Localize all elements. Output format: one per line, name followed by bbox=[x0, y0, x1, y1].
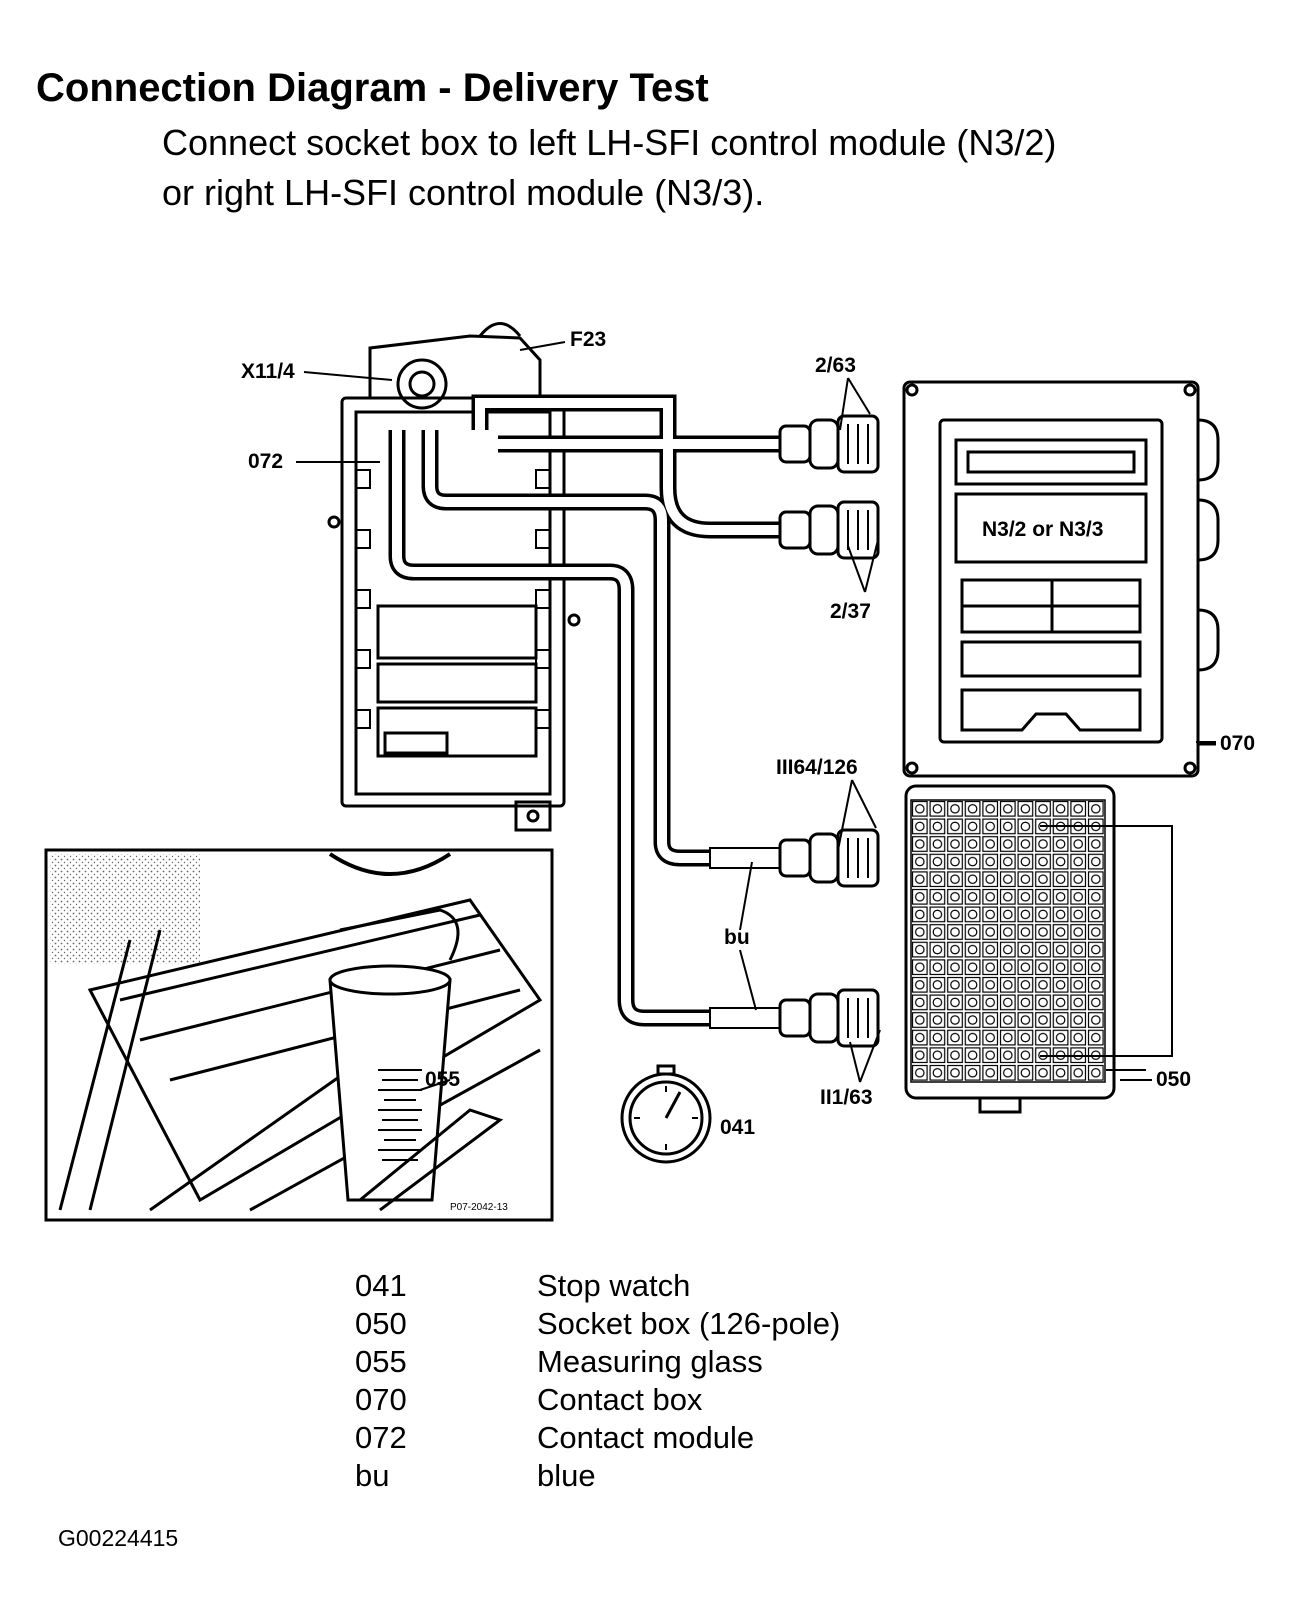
legend-row: 050 Socket box (126-pole) bbox=[355, 1306, 840, 1344]
connector-3-64-126 bbox=[778, 828, 880, 888]
connector-2-37 bbox=[778, 500, 880, 560]
callout-2-1-63: II1/63 bbox=[820, 1086, 873, 1109]
legend-code: 055 bbox=[355, 1344, 407, 1379]
legend-desc: Contact module bbox=[537, 1420, 755, 1455]
engine-compartment-inset: P07-2042-13 bbox=[44, 848, 554, 1222]
n3-label: N3/2 or N3/3 bbox=[982, 518, 1103, 541]
callout-070: 070 bbox=[1220, 732, 1255, 755]
callout-2-37: 2/37 bbox=[830, 600, 871, 623]
callout-055: 055 bbox=[425, 1068, 460, 1091]
connector-2-63 bbox=[778, 414, 880, 474]
callout-bu: bu bbox=[724, 926, 750, 949]
page-title: Connection Diagram - Delivery Test bbox=[36, 66, 709, 110]
figure-id: G00224415 bbox=[58, 1525, 179, 1551]
legend-row: 041 Stop watch bbox=[355, 1268, 840, 1306]
inset-reference-code: P07-2042-13 bbox=[450, 1202, 508, 1213]
legend-row: 070 Contact box bbox=[355, 1382, 840, 1420]
legend-code: 041 bbox=[355, 1268, 407, 1303]
legend-desc: Contact box bbox=[537, 1382, 703, 1417]
instruction-text: Connect socket box to left LH-SFI contro… bbox=[162, 122, 1057, 213]
legend-row: 055 Measuring glass bbox=[355, 1344, 840, 1382]
legend-row: 072 Contact module bbox=[355, 1420, 840, 1458]
leader-lines bbox=[296, 341, 1216, 1091]
cable-connectors bbox=[778, 414, 880, 1048]
legend-desc: Stop watch bbox=[537, 1268, 691, 1303]
legend-table: 041 Stop watch 050 Socket box (126-pole) 0… bbox=[355, 1268, 840, 1496]
legend-code: 070 bbox=[355, 1382, 407, 1417]
legend-code: 050 bbox=[355, 1306, 407, 1341]
callout-050: 050 bbox=[1156, 1068, 1191, 1091]
callout-072: 072 bbox=[248, 450, 283, 473]
callout-2-63: 2/63 bbox=[815, 354, 856, 377]
legend-code: bu bbox=[355, 1458, 390, 1493]
callout-041: 041 bbox=[720, 1116, 755, 1139]
contact-box-070 bbox=[902, 380, 1220, 778]
legend-desc: Measuring glass bbox=[537, 1344, 763, 1379]
socket-box-050 bbox=[904, 784, 1173, 1114]
test-cables bbox=[388, 394, 781, 1029]
callout-f23: F23 bbox=[570, 328, 606, 351]
stop-watch-041 bbox=[620, 1064, 712, 1164]
callout-3-64-126: III64/126 bbox=[776, 756, 858, 779]
connector-2-1-63 bbox=[778, 988, 880, 1048]
legend-row: bu blue bbox=[355, 1458, 840, 1496]
legend-desc: blue bbox=[537, 1458, 596, 1493]
callout-x11-4: X11/4 bbox=[241, 360, 295, 383]
contact-module-072 bbox=[327, 322, 581, 832]
legend-desc: Socket box (126-pole) bbox=[537, 1306, 841, 1341]
legend-code: 072 bbox=[355, 1420, 407, 1455]
